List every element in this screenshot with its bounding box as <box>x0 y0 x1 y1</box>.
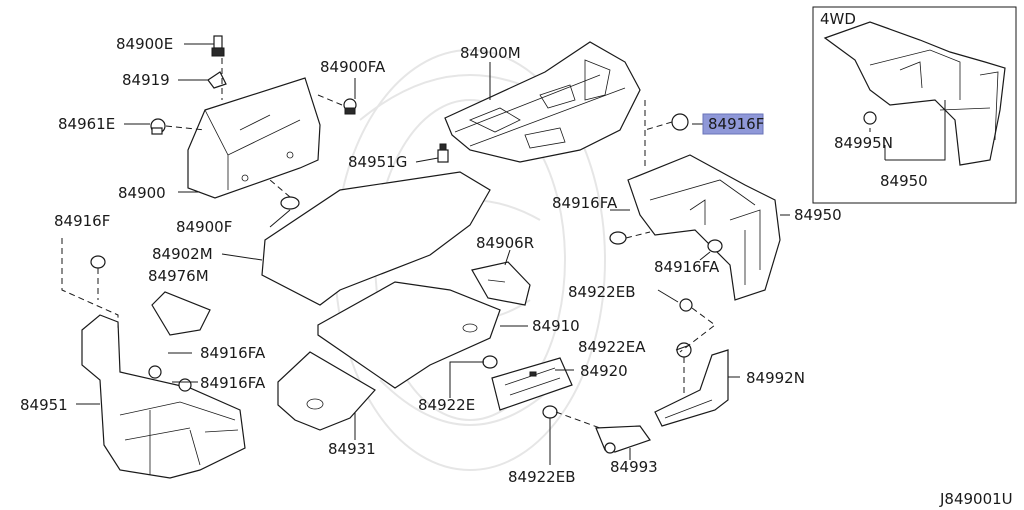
clip-84916F-left <box>90 255 106 269</box>
label-84919[interactable]: 84919 <box>122 71 170 89</box>
label-84900FA[interactable]: 84900FA <box>320 58 386 76</box>
clip-84922EB-bottom <box>542 405 558 419</box>
panel-84906R <box>471 261 531 306</box>
clip-84961E <box>150 118 166 135</box>
diagram-code: J849001U <box>939 490 1013 508</box>
label-84916F-left[interactable]: 84916F <box>54 212 110 230</box>
label-84922EB-top[interactable]: 84922EB <box>568 283 636 301</box>
side-finisher-84951 <box>81 314 246 479</box>
clip-84922E <box>482 355 498 369</box>
label-84916FA-mid[interactable]: 84916FA <box>654 258 720 276</box>
bracket-84993 <box>595 425 651 454</box>
label-84920[interactable]: 84920 <box>580 362 628 380</box>
spare-cover-84931 <box>277 351 376 431</box>
label-84992N[interactable]: 84992N <box>746 369 805 387</box>
label-84902M[interactable]: 84902M <box>152 245 213 263</box>
label-84951G[interactable]: 84951G <box>348 153 407 171</box>
label-84900M[interactable]: 84900M <box>460 44 521 62</box>
rear-sill-84992N <box>654 349 729 427</box>
clip-84916F-top <box>671 113 689 131</box>
label-84922EA[interactable]: 84922EA <box>578 338 646 356</box>
label-84931[interactable]: 84931 <box>328 440 376 458</box>
inset-label: 4WD <box>820 10 856 28</box>
trunk-board-84910 <box>317 281 501 389</box>
clip-84900F <box>280 196 300 210</box>
label-84995N[interactable]: 84995N <box>834 134 893 152</box>
label-84950[interactable]: 84950 <box>794 206 842 224</box>
label-84951[interactable]: 84951 <box>20 396 68 414</box>
part-labels: 84900E 84919 84961E 84900 84900F 84900FA… <box>20 10 1013 508</box>
label-84950-inset[interactable]: 84950 <box>880 172 928 190</box>
clip-84916FA-left1 <box>148 365 162 379</box>
label-84993[interactable]: 84993 <box>610 458 658 476</box>
clip-84916FA-mid <box>707 239 723 253</box>
clip-84919 <box>207 71 227 89</box>
label-84916FA-left1[interactable]: 84916FA <box>200 344 266 362</box>
rear-plate-84920 <box>491 357 573 411</box>
clip-84900E <box>211 35 225 57</box>
label-84922EB-bottom[interactable]: 84922EB <box>508 468 576 486</box>
clip-84922EB-top <box>679 298 693 312</box>
label-84910[interactable]: 84910 <box>532 317 580 335</box>
trunk-side-finisher-84950 <box>627 154 781 301</box>
label-84900E[interactable]: 84900E <box>116 35 173 53</box>
label-84916F-top[interactable]: 84916F <box>708 115 764 133</box>
label-84916FA-left2[interactable]: 84916FA <box>200 374 266 392</box>
duct-84976M <box>151 291 211 336</box>
trunk-side-trim-84900 <box>187 77 321 199</box>
label-84922E[interactable]: 84922E <box>418 396 475 414</box>
label-84916FA-top[interactable]: 84916FA <box>552 194 618 212</box>
leader-lines <box>76 43 790 465</box>
highlight-box <box>702 113 764 135</box>
trunk-mat-84902M <box>261 171 491 306</box>
label-84900[interactable]: 84900 <box>118 184 166 202</box>
trunk-lid-finisher-84900M <box>444 41 641 163</box>
label-84961E[interactable]: 84961E <box>58 115 115 133</box>
4wd-inset <box>812 6 1017 204</box>
clip-84916FA-left2 <box>178 378 192 392</box>
label-84906R[interactable]: 84906R <box>476 234 534 252</box>
clip-84900FA <box>343 98 357 115</box>
label-84976M[interactable]: 84976M <box>148 267 209 285</box>
clip-84951G <box>437 143 449 163</box>
clip-84916FA-top <box>609 231 627 245</box>
label-84900F[interactable]: 84900F <box>176 218 232 236</box>
